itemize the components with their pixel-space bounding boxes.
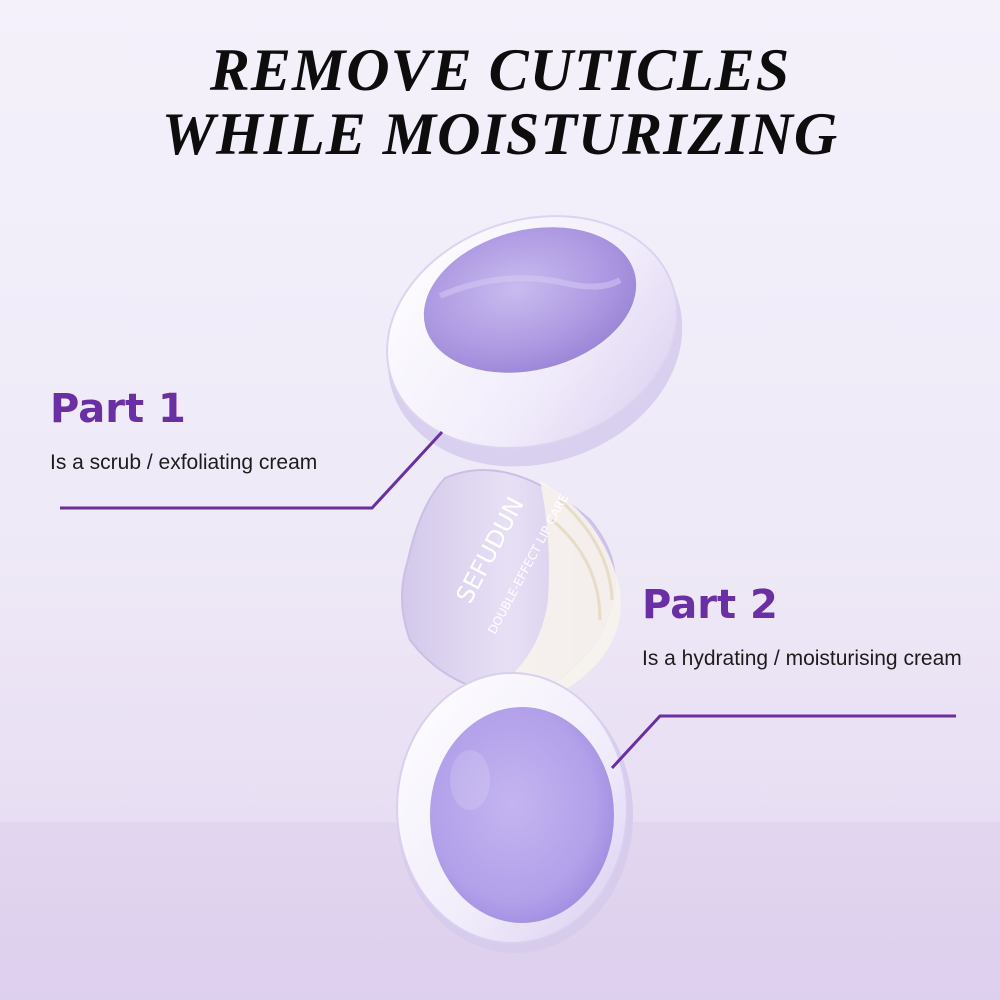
part1-callout-line xyxy=(60,430,444,510)
part2-description: Is a hydrating / moisturising cream xyxy=(642,647,962,670)
lid: SEFUDUN DOUBLE-EFFECT LIP CARE xyxy=(401,469,621,696)
part2-title: Part 2 xyxy=(642,582,778,628)
part2-callout-line xyxy=(610,714,956,770)
headline-line-1: REMOVE CUTICLES xyxy=(209,37,791,103)
headline: REMOVE CUTICLES WHILE MOISTURIZING xyxy=(0,38,1000,166)
bottom-jar xyxy=(396,672,633,953)
part1-description: Is a scrub / exfoliating cream xyxy=(50,451,318,474)
part1-title: Part 1 xyxy=(50,386,186,432)
headline-line-2: WHILE MOISTURIZING xyxy=(161,101,839,167)
top-jar xyxy=(386,215,683,467)
